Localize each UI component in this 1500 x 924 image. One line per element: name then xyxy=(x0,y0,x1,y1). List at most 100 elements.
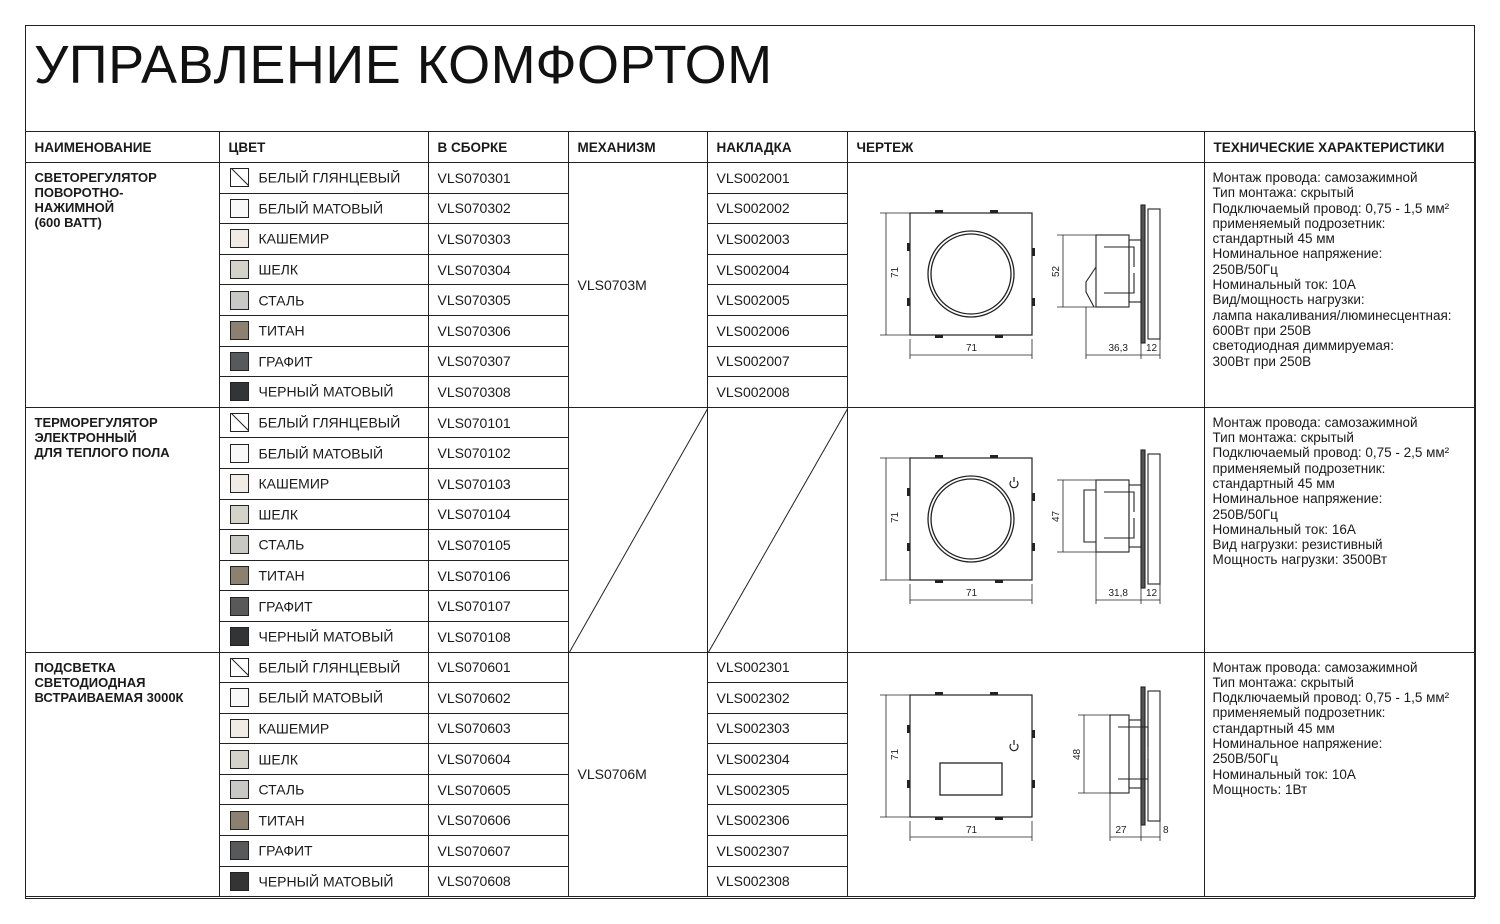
overlay-code: VLS002006 xyxy=(706,314,848,347)
dimension-lines xyxy=(879,694,1032,841)
assembly-code: VLS070103 xyxy=(427,467,569,500)
color-cell: ЧЕРНЫЙ МАТОВЫЙ xyxy=(218,376,429,408)
assembly-code: VLS070308 xyxy=(427,376,569,408)
color-cell: СТАЛЬ xyxy=(218,284,429,316)
color-label: ЧЕРНЫЙ МАТОВЫЙ xyxy=(258,628,394,645)
assembly-code: VLS070303 xyxy=(427,223,569,255)
assembly-code: VLS070602 xyxy=(427,682,569,714)
table-row: СТАЛЬ VLS070305 VLS002005 xyxy=(25,284,1475,316)
power-icon xyxy=(1008,476,1019,488)
color-label: БЕЛЫЙ МАТОВЫЙ xyxy=(258,445,384,462)
clip-mark xyxy=(906,542,910,551)
assembly-code: VLS070604 xyxy=(427,743,569,775)
side-height-dimension: 52 xyxy=(1051,265,1062,277)
color-swatch xyxy=(229,229,249,249)
technical-specs: Монтаж провода: самозажимной Тип монтажа… xyxy=(1203,406,1476,653)
assembly-code: VLS070104 xyxy=(427,498,569,531)
assembly-code: VLS070108 xyxy=(427,620,569,653)
clip-mark xyxy=(1031,729,1035,738)
color-cell: ШЕЛК xyxy=(218,253,429,286)
color-label: ГРАФИТ xyxy=(258,842,313,859)
height-dimension: 71 xyxy=(890,266,901,278)
color-label: ШЕЛК xyxy=(258,261,299,278)
header-assembly: В СБОРКЕ xyxy=(427,131,569,163)
front-view-plate xyxy=(908,693,1033,818)
color-swatch xyxy=(229,657,249,677)
overlay-code: VLS002005 xyxy=(706,284,848,316)
table-row: ТИТАН VLS070106 xyxy=(25,559,1475,592)
color-label: БЕЛЫЙ ГЛЯНЦЕВЫЙ xyxy=(258,414,401,431)
color-label: СТАЛЬ xyxy=(258,292,305,309)
header-color: ЦВЕТ xyxy=(218,131,429,163)
header-mechanism: МЕХАНИЗМ xyxy=(567,131,708,163)
power-icon xyxy=(1008,739,1019,751)
color-cell: КАШЕМИР xyxy=(218,712,429,745)
color-cell: БЕЛЫЙ ГЛЯНЦЕВЫЙ xyxy=(218,651,429,684)
front-view-plate xyxy=(908,212,1033,336)
dial-knob xyxy=(929,478,1012,560)
color-swatch xyxy=(229,871,249,891)
not-applicable-slash xyxy=(707,407,848,653)
color-label: СТАЛЬ xyxy=(258,781,305,798)
depth-dimension: 31,8 xyxy=(1108,588,1128,599)
color-swatch xyxy=(229,290,249,310)
mechanism-label: VLS0706M xyxy=(577,766,647,783)
color-label: БЕЛЫЙ МАТОВЫЙ xyxy=(258,200,384,217)
product-name: ТЕРМОРЕГУЛЯТОР ЭЛЕКТРОННЫЙ ДЛЯ ТЕПЛОГО П… xyxy=(24,406,220,653)
width-dimension: 71 xyxy=(966,343,978,354)
color-label: ТИТАН xyxy=(258,567,305,584)
color-label: БЕЛЫЙ ГЛЯНЦЕВЫЙ xyxy=(258,659,401,676)
table-header-row: НАИМЕНОВАНИЕ ЦВЕТ В СБОРКЕ МЕХАНИЗМ НАКЛ… xyxy=(24,131,1476,163)
clip-mark xyxy=(1031,298,1035,306)
mechanism-label: VLS0703M xyxy=(577,276,647,293)
assembly-code: VLS070608 xyxy=(427,865,569,898)
assembly-code: VLS070105 xyxy=(427,529,569,561)
color-swatch xyxy=(229,198,249,218)
color-swatch xyxy=(229,351,249,371)
clip-mark xyxy=(989,691,998,695)
assembly-code: VLS070106 xyxy=(427,559,569,592)
side-height-dimension: 48 xyxy=(1072,748,1083,760)
color-swatch xyxy=(229,474,249,494)
overlay-code: VLS002001 xyxy=(706,162,848,194)
color-swatch xyxy=(229,596,249,616)
clip-mark xyxy=(1031,779,1035,788)
assembly-code: VLS070305 xyxy=(427,284,569,316)
clip-mark xyxy=(934,335,943,338)
table-row: ЧЕРНЫЙ МАТОВЫЙ VLS070108 xyxy=(25,620,1475,653)
color-swatch xyxy=(229,718,249,738)
front-depth-dimension: 12 xyxy=(1146,343,1158,354)
overlay-code: VLS002004 xyxy=(706,253,848,286)
clip-mark xyxy=(994,816,1003,820)
product-table: НАИМЕНОВАНИЕ ЦВЕТ В СБОРКЕ МЕХАНИЗМ НАКЛ… xyxy=(24,131,1476,898)
overlay-code: VLS002305 xyxy=(706,773,848,806)
color-cell: ЧЕРНЫЙ МАТОВЫЙ xyxy=(218,620,429,653)
color-cell: КАШЕМИР xyxy=(218,223,429,255)
assembly-code: VLS070302 xyxy=(427,192,569,225)
color-label: ШЕЛК xyxy=(258,751,299,768)
color-swatch xyxy=(229,382,249,402)
not-applicable-slash xyxy=(568,407,708,653)
clip-mark xyxy=(1031,542,1035,551)
color-cell: БЕЛЫЙ МАТОВЫЙ xyxy=(218,192,429,225)
color-cell: СТАЛЬ xyxy=(218,773,429,806)
color-label: СТАЛЬ xyxy=(258,536,305,553)
overlay-code: VLS002302 xyxy=(706,682,848,714)
side-dimension-lines xyxy=(1077,714,1160,841)
height-dimension: 71 xyxy=(890,748,901,760)
overlay-code: VLS002003 xyxy=(706,223,848,255)
clip-mark xyxy=(989,454,998,458)
clip-mark xyxy=(934,816,943,820)
color-swatch xyxy=(229,168,249,188)
